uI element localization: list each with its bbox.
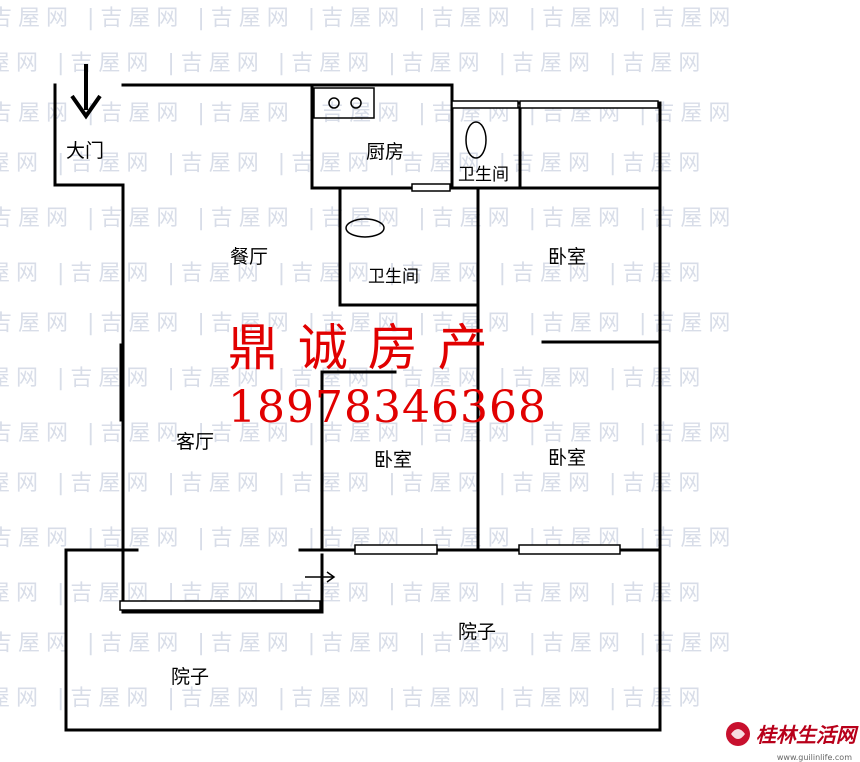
label-kitchen: 厨房 bbox=[366, 141, 405, 163]
window-bathroom bbox=[451, 100, 519, 109]
stove bbox=[313, 87, 375, 119]
label-bathroom-2: 卫生间 bbox=[368, 267, 419, 287]
label-bedroom-2: 卧室 bbox=[374, 449, 413, 471]
site-url: www.guilinlife.com bbox=[776, 753, 852, 762]
ad-company: 鼎 诚 房 产 bbox=[228, 319, 490, 377]
site-logo: 桂林生活网 bbox=[724, 719, 856, 748]
bathtub-icon bbox=[465, 121, 487, 159]
wall-kitchen bbox=[310, 83, 454, 190]
yard-arrow bbox=[305, 571, 336, 583]
label-bathroom-1: 卫生间 bbox=[458, 165, 509, 185]
label-living: 客厅 bbox=[176, 431, 215, 453]
label-dining: 餐厅 bbox=[230, 246, 269, 268]
label-bedroom-1: 卧室 bbox=[548, 246, 587, 268]
stove-burner bbox=[328, 97, 340, 109]
label-entrance: 大门 bbox=[66, 140, 105, 162]
window-bedroom bbox=[519, 100, 659, 109]
stove-burner bbox=[350, 97, 362, 109]
label-yard-1: 院子 bbox=[171, 666, 210, 688]
window-bedroom-3 bbox=[518, 544, 621, 555]
label-bedroom-3: 卧室 bbox=[548, 447, 587, 469]
wall-bathroom-2 bbox=[338, 186, 480, 307]
wall-bedroom-1 bbox=[518, 186, 662, 342]
wall-yard bbox=[64, 548, 662, 732]
window-living bbox=[119, 600, 321, 611]
window-bedroom-2 bbox=[354, 544, 438, 555]
wall-east bbox=[541, 340, 662, 552]
wall-west bbox=[53, 83, 125, 600]
kitchen-door bbox=[411, 183, 451, 192]
bathtub-icon bbox=[345, 218, 385, 238]
site-name: 桂林生活网 bbox=[756, 723, 856, 747]
label-yard-2: 院子 bbox=[458, 621, 497, 643]
ad-phone: 18978346368 bbox=[228, 382, 547, 433]
entrance-arrow bbox=[70, 64, 102, 120]
site-logo-icon bbox=[726, 721, 750, 746]
